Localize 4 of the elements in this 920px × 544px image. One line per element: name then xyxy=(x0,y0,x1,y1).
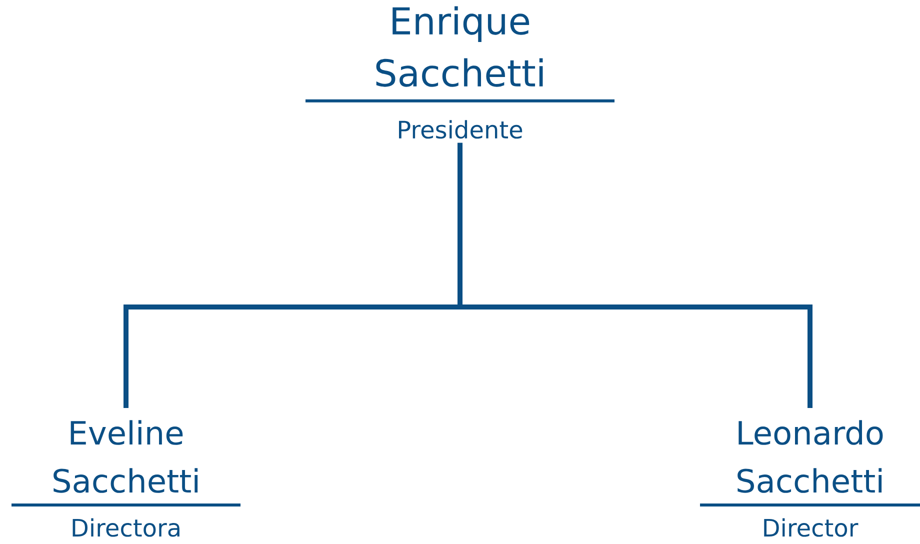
connector-line xyxy=(458,142,812,408)
person-box: Eveline Sacchetti Directora xyxy=(12,420,240,537)
person-box: Leonardo Sacchetti Director xyxy=(700,420,920,537)
person-box: Enrique Sacchetti Presidente xyxy=(306,6,614,139)
